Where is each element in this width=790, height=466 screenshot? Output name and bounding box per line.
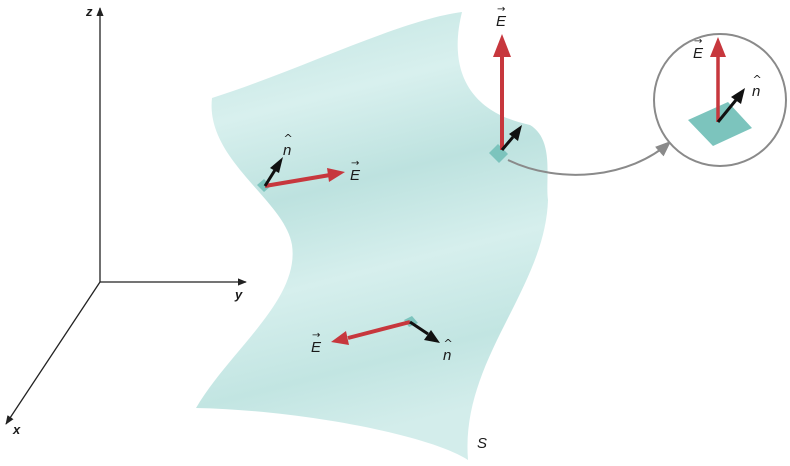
field-label: E xyxy=(496,13,507,30)
field-label: E xyxy=(350,167,361,184)
normal-hat-icon: ^ xyxy=(284,132,293,145)
surface-patch-top: E → xyxy=(489,4,522,163)
normal-arrow xyxy=(263,169,277,187)
normal-arrowhead xyxy=(424,330,440,343)
field-arrowhead xyxy=(710,37,726,57)
normal-arrowhead xyxy=(731,88,745,104)
x-axis xyxy=(5,281,101,425)
vector-arrow-icon: → xyxy=(312,330,320,341)
area-element xyxy=(257,179,271,192)
surface-patch-left: n ^ E → xyxy=(257,132,361,192)
field-arrow xyxy=(347,320,411,340)
area-element-magnified xyxy=(688,102,752,146)
normal-label: n xyxy=(443,347,451,364)
vector-arrow-icon: → xyxy=(497,4,505,15)
callout-curve xyxy=(507,140,672,176)
field-label: E xyxy=(693,45,704,62)
surface-label: S xyxy=(477,435,487,452)
normal-arrow xyxy=(500,136,515,151)
field-arrowhead xyxy=(331,331,349,345)
normal-arrow xyxy=(716,99,738,123)
magnified-inset: E → n ^ xyxy=(653,33,787,167)
field-arrowhead xyxy=(327,168,345,182)
vector-arrow-icon: → xyxy=(351,158,359,169)
y-axis-label: y xyxy=(234,287,243,302)
normal-label: n xyxy=(752,83,760,100)
z-axis-label: z xyxy=(85,4,93,19)
normal-arrow xyxy=(409,320,429,336)
normal-arrowhead xyxy=(270,157,283,173)
coordinate-axes: z y x xyxy=(5,4,247,437)
normal-label: n xyxy=(283,142,291,159)
normal-arrowhead xyxy=(509,125,522,141)
area-element xyxy=(489,144,508,163)
x-axis-label: x xyxy=(12,422,21,437)
field-label: E xyxy=(311,339,322,356)
field-arrow xyxy=(264,173,331,188)
normal-hat-icon: ^ xyxy=(444,337,453,350)
inset-circle xyxy=(653,33,787,167)
normal-hat-icon: ^ xyxy=(753,73,762,86)
surface-patch-bottom: E → n ^ xyxy=(311,316,453,364)
surface-s xyxy=(196,12,548,460)
vector-arrow-icon: → xyxy=(694,36,702,47)
field-arrowhead xyxy=(493,34,511,57)
